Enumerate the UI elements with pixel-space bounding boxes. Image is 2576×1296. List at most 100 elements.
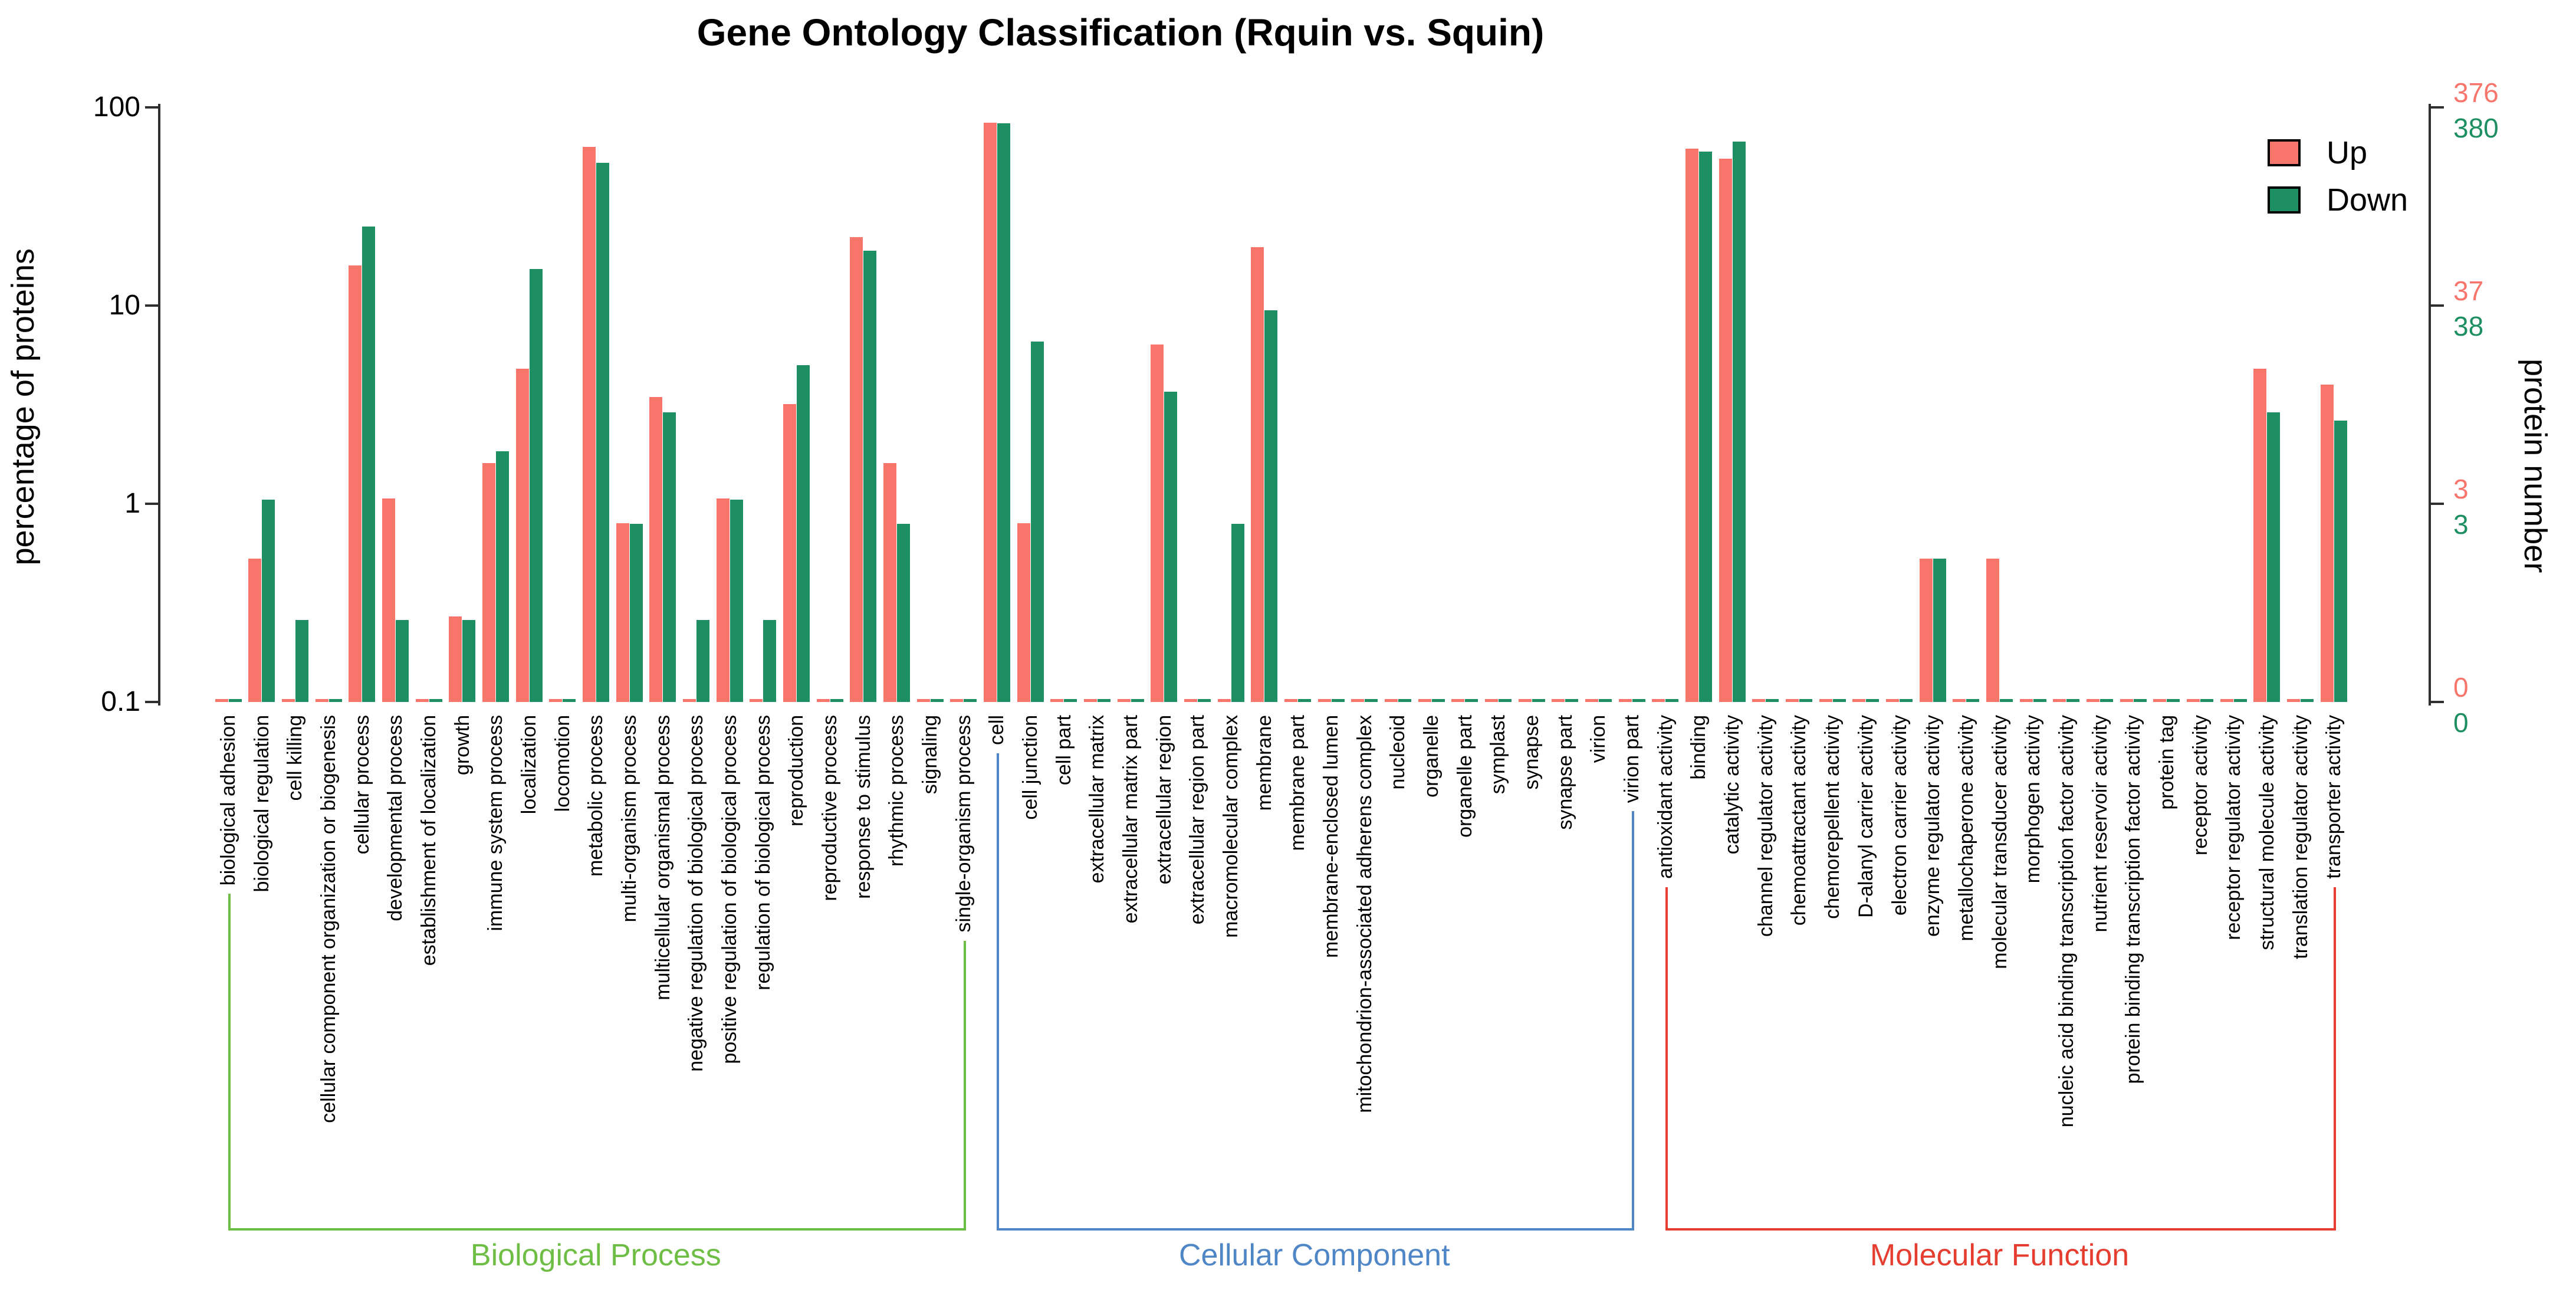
bar-up xyxy=(1284,699,1297,702)
bar-down xyxy=(1565,699,1579,702)
left-axis-tick-label: 100 xyxy=(93,91,140,123)
bar-up xyxy=(2320,385,2334,702)
bar-up xyxy=(682,699,696,702)
bar-down xyxy=(262,499,275,702)
bracket-label: Cellular Component xyxy=(1178,1238,1450,1272)
x-category-label: structural molecule activity xyxy=(2255,715,2278,950)
bar-up xyxy=(750,699,763,702)
x-category-label: molecular transducer activity xyxy=(1988,715,2011,969)
x-category-label: reproduction xyxy=(785,715,808,827)
bar-down xyxy=(1431,699,1445,702)
x-category-label: synapse xyxy=(1520,715,1543,790)
x-category-label: positive regulation of biological proces… xyxy=(718,715,741,1064)
bar-up xyxy=(716,498,730,702)
bar-up xyxy=(950,699,964,702)
x-category-label: channel regulator activity xyxy=(1754,715,1777,937)
right-axis-tick-label-down: 380 xyxy=(2453,113,2499,143)
bar-up xyxy=(883,463,896,702)
bar-up xyxy=(1685,148,1698,702)
bar-up xyxy=(1719,159,1732,702)
x-category-label: cellular component organization or bioge… xyxy=(317,715,340,1123)
bar-down xyxy=(596,162,609,702)
right-axis-tick-label-up: 376 xyxy=(2453,77,2499,108)
bar-down xyxy=(495,451,509,702)
bar-up xyxy=(1585,699,1598,702)
x-category-label: chemorepellent activity xyxy=(1821,715,1844,919)
right-axis-tick xyxy=(2431,106,2444,109)
bar-down xyxy=(1598,699,1612,702)
bar-down xyxy=(1365,699,1378,702)
bar-down xyxy=(830,699,843,702)
bar-up xyxy=(582,146,596,702)
bar-down xyxy=(1632,699,1645,702)
bracket-line xyxy=(1665,1228,2337,1231)
x-category-label: organelle part xyxy=(1453,715,1476,838)
bar-up xyxy=(1986,558,1999,702)
bar-down xyxy=(328,699,342,702)
bar-up xyxy=(850,237,863,702)
x-category-label: protein binding transcription factor act… xyxy=(2122,715,2145,1084)
bar-down xyxy=(1097,699,1110,702)
left-axis-title: percentage of proteins xyxy=(5,248,41,566)
bar-up xyxy=(2019,699,2033,702)
left-axis-title-wrap: percentage of proteins xyxy=(5,177,41,637)
x-category-label: macromolecular complex xyxy=(1220,715,1243,938)
bracket-stem-right xyxy=(963,941,966,1228)
x-category-label: single-organism process xyxy=(952,715,975,933)
bar-up xyxy=(1017,523,1030,702)
bar-down xyxy=(1398,699,1411,702)
bar-down xyxy=(1900,699,1913,702)
bar-up xyxy=(916,699,930,702)
x-category-label: growth xyxy=(451,715,474,776)
bar-down xyxy=(362,227,376,702)
bar-down xyxy=(1766,699,1779,702)
x-category-label: nucleoid xyxy=(1386,715,1409,790)
bar-up xyxy=(1451,699,1465,702)
bar-up xyxy=(515,369,529,702)
x-category-label: virion part xyxy=(1621,715,1644,803)
left-axis-tick xyxy=(145,503,158,505)
x-category-label: cell xyxy=(985,715,1008,746)
bar-down xyxy=(863,250,877,702)
bar-up xyxy=(983,122,997,702)
x-category-label: developmental process xyxy=(384,715,407,921)
x-category-label: reproductive process xyxy=(819,715,842,901)
bar-up xyxy=(2053,699,2066,702)
bar-down xyxy=(1465,699,1478,702)
bracket-stem-right xyxy=(2334,887,2337,1228)
bar-down xyxy=(1331,699,1345,702)
right-axis-tick xyxy=(2431,701,2444,703)
bar-up xyxy=(1351,699,1365,702)
bar-down xyxy=(1197,699,1211,702)
bar-down xyxy=(429,699,442,702)
bar-up xyxy=(1184,699,1197,702)
x-category-label: catalytic activity xyxy=(1721,715,1744,855)
x-category-label: binding xyxy=(1687,715,1710,780)
x-category-label: receptor activity xyxy=(2189,715,2212,856)
bar-up xyxy=(1384,699,1398,702)
x-category-label: immune system process xyxy=(484,715,507,931)
x-category-label: locomotion xyxy=(551,715,574,812)
bar-up xyxy=(1752,699,1766,702)
x-category-label: nutrient reservoir activity xyxy=(2088,715,2111,933)
right-axis-tick-label-up: 0 xyxy=(2453,672,2469,703)
bar-down xyxy=(1698,151,1712,702)
bar-up xyxy=(382,498,395,702)
bar-up xyxy=(783,403,796,702)
bar-down xyxy=(1832,699,1846,702)
x-category-label: regulation of biological process xyxy=(751,715,774,990)
bar-up xyxy=(1819,699,1832,702)
bar-down xyxy=(1933,558,1946,702)
bracket-stem-left xyxy=(997,753,1000,1228)
bar-down xyxy=(2033,699,2046,702)
right-axis-tick-label-up: 37 xyxy=(2453,275,2484,306)
bar-down xyxy=(1498,699,1512,702)
bracket-label: Molecular Function xyxy=(1869,1238,2130,1272)
x-category-label: extracellular matrix part xyxy=(1119,715,1142,924)
bar-up xyxy=(2287,699,2301,702)
bar-down xyxy=(295,619,308,702)
bar-up xyxy=(281,699,295,702)
bar-up xyxy=(2253,369,2267,702)
left-axis-tick-label: 0.1 xyxy=(101,686,140,717)
bar-up xyxy=(1317,699,1331,702)
